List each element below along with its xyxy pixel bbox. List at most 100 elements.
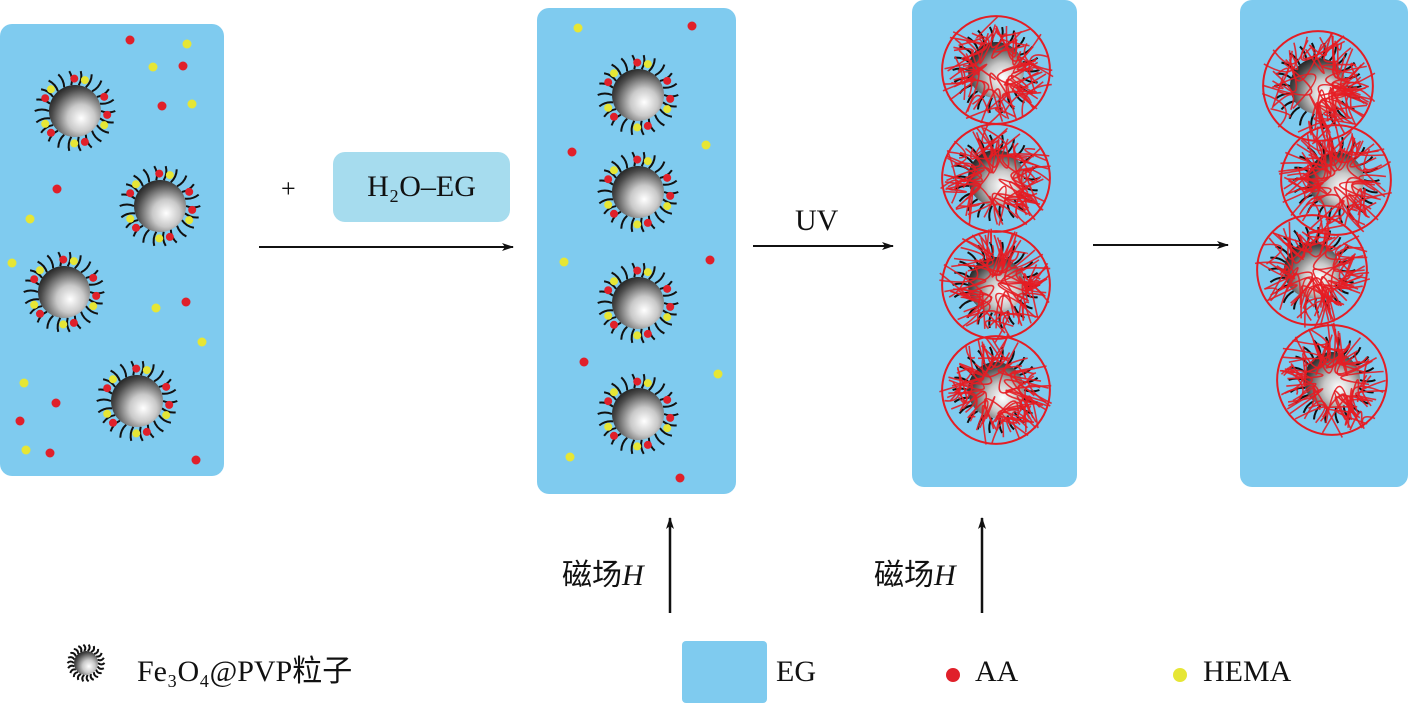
aa-dot [143, 428, 151, 436]
hema-dot [132, 429, 140, 437]
hema-dot [152, 304, 161, 313]
hema-dot [566, 453, 575, 462]
fe3o4-core [612, 69, 664, 121]
reagent-h2o-eg: H₂O–EG [333, 152, 510, 222]
legend-particle [67, 645, 104, 682]
fe3o4-core [111, 375, 163, 427]
hema-dot [20, 379, 29, 388]
field-label-2-var: H [934, 559, 956, 592]
hema-dot [198, 338, 207, 347]
hema-dot [155, 234, 163, 242]
aa-dot [155, 170, 163, 178]
hema-dot [126, 215, 134, 223]
pvp-chain [67, 662, 74, 664]
hema-dot [702, 141, 711, 150]
hema-dot [604, 312, 612, 320]
aa-dot [16, 417, 25, 426]
aa-dot [185, 188, 193, 196]
hema-dot [560, 258, 569, 267]
aa-dot [706, 256, 715, 265]
hema-dot [100, 121, 108, 129]
aa-dot [30, 275, 38, 283]
hema-dot [59, 320, 67, 328]
hema-dot [149, 63, 158, 72]
aa-dot [109, 419, 117, 427]
aa-dot [604, 286, 612, 294]
aa-dot [188, 206, 196, 214]
aa-dot [663, 174, 671, 182]
aa-dot [644, 330, 652, 338]
pvp-chain [96, 669, 102, 673]
hema-dot [103, 410, 111, 418]
fe3o4-core [612, 388, 664, 440]
fe3o4-core [612, 166, 664, 218]
field-label-2: 磁场H [874, 561, 956, 591]
hema-dot [610, 388, 618, 396]
fe3o4-core [134, 180, 186, 232]
aa-dot [568, 148, 577, 157]
hema-dot [47, 85, 55, 93]
aa-dot [81, 138, 89, 146]
hema-dot [663, 424, 671, 432]
aa-dot [676, 474, 685, 483]
pvp-chain [82, 675, 84, 682]
aa-dot [89, 274, 97, 282]
aa-dot [46, 449, 55, 458]
hema-dot [633, 123, 641, 131]
aa-dot [165, 401, 173, 409]
hema-dot [89, 302, 97, 310]
hema-dot [109, 375, 117, 383]
pvp-chain [87, 675, 89, 682]
hema-dot [633, 442, 641, 450]
aa-dot [103, 384, 111, 392]
hema-dot [188, 100, 197, 109]
hema-dot [183, 40, 192, 49]
hema-dot [70, 139, 78, 147]
hema-dot [644, 379, 652, 387]
pvp-chain [83, 645, 85, 652]
aa-dot [666, 192, 674, 200]
aa-dot [633, 267, 641, 275]
hema-dot [644, 157, 652, 165]
hema-dot [162, 411, 170, 419]
aa-dot [633, 156, 641, 164]
aa-dot [610, 113, 618, 121]
aa-dot [644, 122, 652, 130]
legend-hema-label: HEMA [1203, 657, 1291, 687]
hema-dot [610, 69, 618, 77]
hema-dot [604, 423, 612, 431]
legend-particle-label: Fe₃O₄@PVP粒子 [137, 657, 352, 687]
hema-dot [633, 331, 641, 339]
field-label-1: 磁场H [562, 561, 644, 591]
aa-dot [158, 102, 167, 111]
hema-dot [36, 266, 44, 274]
aa-dot [192, 456, 201, 465]
aa-dot [53, 185, 62, 194]
hema-dot [663, 105, 671, 113]
hema-dot [8, 259, 17, 268]
legend-hema-dot [1173, 668, 1187, 682]
aa-dot [182, 298, 191, 307]
aa-dot [604, 175, 612, 183]
field-label-2-prefix: 磁场 [874, 559, 934, 592]
aa-dot [132, 365, 140, 373]
aa-dot [126, 36, 135, 45]
aa-dot [132, 224, 140, 232]
aa-dot [610, 210, 618, 218]
aa-dot [100, 93, 108, 101]
aa-dot [644, 219, 652, 227]
aa-dot [666, 303, 674, 311]
hema-dot [644, 268, 652, 276]
aa-dot [604, 397, 612, 405]
pvp-chain [68, 657, 74, 660]
hema-dot [70, 257, 78, 265]
legend-aa-label: AA [975, 657, 1018, 687]
aa-dot [47, 129, 55, 137]
hema-dot [132, 180, 140, 188]
pvp-chain [88, 645, 90, 652]
pvp-chain [98, 658, 104, 661]
hema-dot [26, 215, 35, 224]
legend-particle-icon [67, 645, 104, 682]
aa-dot [70, 319, 78, 327]
aa-dot [70, 75, 78, 83]
